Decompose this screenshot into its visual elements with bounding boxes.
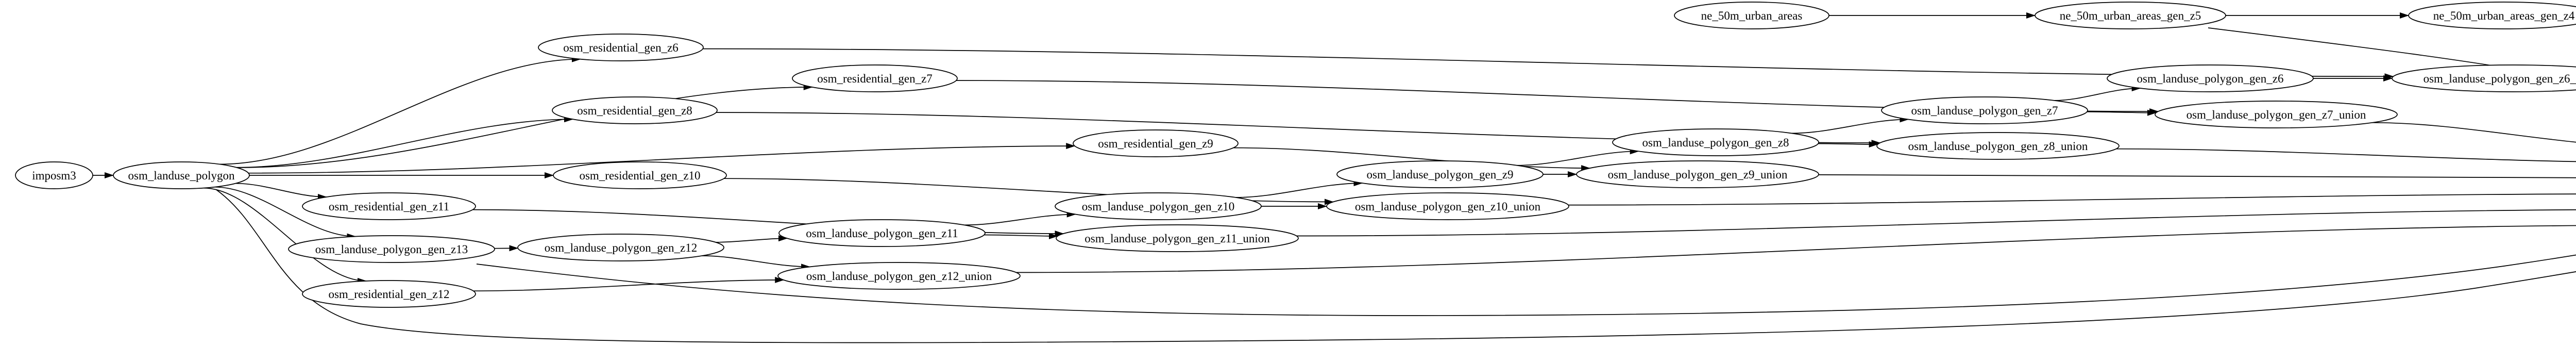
node-label-ne-50m-urban-areas: ne_50m_urban_areas (1701, 9, 1803, 22)
node-osm-residential-gen-z11: osm_residential_gen_z11 (302, 192, 476, 220)
node-osm-landuse-polygon-gen-z11-union: osm_landuse_polygon_gen_z11_union (1056, 224, 1299, 252)
edge-osm-landuse-polygon-gen-z11-union-to-layer-landuse-z11 (1296, 209, 2576, 237)
node-osm-residential-gen-z6: osm_residential_gen_z6 (538, 34, 704, 61)
edge-osm-landuse-polygon-gen-z9-union-to-layer-landuse-z9 (1818, 174, 2576, 178)
node-ne-50m-urban-areas: ne_50m_urban_areas (1674, 2, 1829, 29)
edge-osm-landuse-polygon-gen-z12-to-osm-landuse-polygon-gen-z12-union (702, 255, 811, 270)
node-label-osm-landuse-polygon-gen-z8-union: osm_landuse_polygon_gen_z8_union (1908, 140, 2088, 153)
node-osm-landuse-polygon-gen-z7: osm_landuse_polygon_gen_z7 (1881, 96, 2088, 124)
node-label-osm-residential-gen-z12: osm_residential_gen_z12 (328, 288, 449, 301)
edge-osm-landuse-polygon-gen-z10-to-osm-landuse-polygon-gen-z9 (1235, 180, 1363, 198)
edge-osm-landuse-polygon-to-osm-residential-gen-z7 (236, 84, 813, 168)
edge-osm-landuse-polygon-gen-z11-to-osm-landuse-polygon-gen-z10 (964, 211, 1076, 226)
node-label-osm-landuse-polygon-gen-z12-union: osm_landuse_polygon_gen_z12_union (806, 270, 992, 283)
node-osm-residential-gen-z7: osm_residential_gen_z7 (792, 64, 958, 92)
node-osm-landuse-polygon-gen-z12: osm_landuse_polygon_gen_z12 (517, 234, 724, 261)
edge-osm-landuse-polygon-to-osm-landuse-polygon-gen-z13 (214, 186, 357, 240)
node-label-osm-landuse-polygon-gen-z11: osm_landuse_polygon_gen_z11 (806, 227, 958, 240)
node-label-osm-landuse-polygon-gen-z12: osm_landuse_polygon_gen_z12 (545, 241, 697, 254)
node-ne-50m-urban-areas-gen-z5: ne_50m_urban_areas_gen_z5 (2035, 2, 2226, 29)
edge-osm-landuse-polygon-gen-z7-to-osm-landuse-polygon-gen-z6 (2054, 85, 2141, 101)
node-label-osm-residential-gen-z8: osm_residential_gen_z8 (577, 104, 692, 117)
node-osm-landuse-polygon-gen-z10-union: osm_landuse_polygon_gen_z10_union (1326, 192, 1569, 220)
edge-osm-landuse-polygon-gen-z13-to-layer-landuse-z13 (476, 254, 2576, 316)
node-osm-landuse-polygon-gen-z7-union: osm_landuse_polygon_gen_z7_union (2155, 101, 2398, 128)
node-osm-landuse-polygon-gen-z10: osm_landuse_polygon_gen_z10 (1055, 192, 1262, 220)
node-osm-residential-gen-z8: osm_residential_gen_z8 (552, 96, 718, 124)
node-osm-landuse-polygon-gen-z13: osm_landuse_polygon_gen_z13 (288, 235, 495, 263)
node-label-osm-landuse-polygon-gen-z7-union: osm_landuse_polygon_gen_z7_union (2187, 108, 2366, 121)
node-osm-residential-gen-z10: osm_residential_gen_z10 (553, 161, 727, 189)
edge-osm-landuse-polygon-gen-z7-to-osm-landuse-polygon-gen-z7-union (2087, 109, 2157, 116)
edge-osm-landuse-polygon-gen-z7-union-to-layer-landuse-z7 (2372, 122, 2576, 143)
node-label-osm-landuse-polygon-gen-z7: osm_landuse_polygon_gen_z7 (1911, 104, 2058, 117)
node-osm-landuse-polygon-gen-z8: osm_landuse_polygon_gen_z8 (1612, 128, 1819, 156)
edge-osm-landuse-polygon-to-osm-residential-gen-z11 (235, 183, 327, 200)
node-label-imposm3: imposm3 (32, 169, 76, 182)
edge-osm-landuse-polygon-gen-z12-union-to-layer-landuse-z12 (1016, 225, 2576, 273)
edge-osm-landuse-polygon-to-osm-residential-gen-z9 (248, 143, 1076, 174)
edge-osm-landuse-polygon-to-osm-residential-gen-z6 (219, 56, 581, 165)
node-ne-50m-urban-areas-gen-z4: ne_50m_urban_areas_gen_z4 (2408, 2, 2576, 29)
node-osm-residential-gen-z9: osm_residential_gen_z9 (1073, 129, 1239, 157)
node-label-osm-landuse-polygon-gen-z10: osm_landuse_polygon_gen_z10 (1082, 200, 1234, 213)
node-label-ne-50m-urban-areas-gen-z5: ne_50m_urban_areas_gen_z5 (2060, 9, 2201, 22)
edge-osm-landuse-polygon-to-osm-residential-gen-z8 (236, 116, 573, 168)
edge-osm-landuse-polygon-gen-z8-to-osm-landuse-polygon-gen-z8-union (1818, 141, 1878, 147)
edges-layer (93, 12, 2576, 343)
node-label-osm-residential-gen-z6: osm_residential_gen_z6 (563, 41, 679, 54)
edge-osm-landuse-polygon-gen-z9-to-osm-landuse-polygon-gen-z8 (1517, 148, 1639, 166)
node-osm-landuse-polygon-gen-z6-union: osm_landuse_polygon_gen_z6_union (2392, 64, 2576, 92)
node-osm-landuse-polygon-gen-z9-union: osm_landuse_polygon_gen_z9_union (1576, 160, 1819, 188)
node-label-osm-landuse-polygon-gen-z6-union: osm_landuse_polygon_gen_z6_union (2424, 72, 2576, 85)
node-label-osm-residential-gen-z7: osm_residential_gen_z7 (817, 72, 933, 85)
node-label-osm-residential-gen-z11: osm_residential_gen_z11 (329, 200, 449, 213)
node-label-osm-residential-gen-z9: osm_residential_gen_z9 (1098, 137, 1213, 150)
node-label-osm-landuse-polygon-gen-z10-union: osm_landuse_polygon_gen_z10_union (1355, 200, 1541, 213)
node-label-osm-landuse-polygon-gen-z8: osm_landuse_polygon_gen_z8 (1642, 136, 1789, 149)
node-osm-residential-gen-z12: osm_residential_gen_z12 (302, 280, 476, 308)
node-label-osm-residential-gen-z10: osm_residential_gen_z10 (579, 169, 700, 182)
node-label-osm-landuse-polygon-gen-z9: osm_landuse_polygon_gen_z9 (1367, 168, 1514, 181)
node-label-ne-50m-urban-areas-gen-z4: ne_50m_urban_areas_gen_z4 (2433, 9, 2575, 22)
node-label-osm-landuse-polygon: osm_landuse_polygon (128, 169, 235, 182)
node-label-osm-landuse-polygon-gen-z13: osm_landuse_polygon_gen_z13 (315, 243, 468, 256)
edge-osm-residential-gen-z12-to-osm-landuse-polygon-gen-z12-union (473, 276, 785, 292)
node-osm-landuse-polygon-gen-z11: osm_landuse_polygon_gen_z11 (778, 219, 986, 247)
edge-osm-landuse-polygon-gen-z11-to-osm-landuse-polygon-gen-z11-union (984, 233, 1058, 239)
node-label-osm-landuse-polygon-gen-z11-union: osm_landuse_polygon_gen_z11_union (1084, 232, 1270, 245)
edge-osm-landuse-polygon-gen-z10-union-to-layer-landuse-z10 (1568, 193, 2576, 206)
node-imposm3: imposm3 (15, 161, 93, 189)
node-osm-landuse-polygon-gen-z12-union: osm_landuse_polygon_gen_z12_union (777, 262, 1021, 290)
node-osm-landuse-polygon: osm_landuse_polygon (113, 161, 250, 189)
node-osm-landuse-polygon-gen-z8-union: osm_landuse_polygon_gen_z8_union (1876, 132, 2120, 160)
edge-osm-landuse-polygon-gen-z8-to-osm-landuse-polygon-gen-z7 (1791, 116, 1909, 134)
node-label-osm-landuse-polygon-gen-z6: osm_landuse_polygon_gen_z6 (2137, 72, 2284, 85)
node-osm-landuse-polygon-gen-z9: osm_landuse_polygon_gen_z9 (1336, 160, 1544, 188)
edge-osm-landuse-polygon-gen-z8-union-to-layer-landuse-z8 (2116, 148, 2576, 162)
node-label-osm-landuse-polygon-gen-z9-union: osm_landuse_polygon_gen_z9_union (1608, 168, 1788, 181)
edge-osm-landuse-polygon-to-osm-residential-gen-z12 (204, 187, 367, 284)
nodes-layer: imposm3 osm_landuse_polygon osm_residentia… (15, 2, 2576, 308)
edge-osm-residential-gen-z9-to-osm-landuse-polygon-gen-z9-union (1233, 147, 1591, 172)
node-osm-landuse-polygon-gen-z6: osm_landuse_polygon_gen_z6 (2107, 64, 2314, 92)
edge-osm-landuse-polygon-gen-z12-to-osm-landuse-polygon-gen-z11 (716, 235, 788, 243)
edge-osm-landuse-polygon-to-layer-landuse-z14+ (216, 189, 2576, 343)
